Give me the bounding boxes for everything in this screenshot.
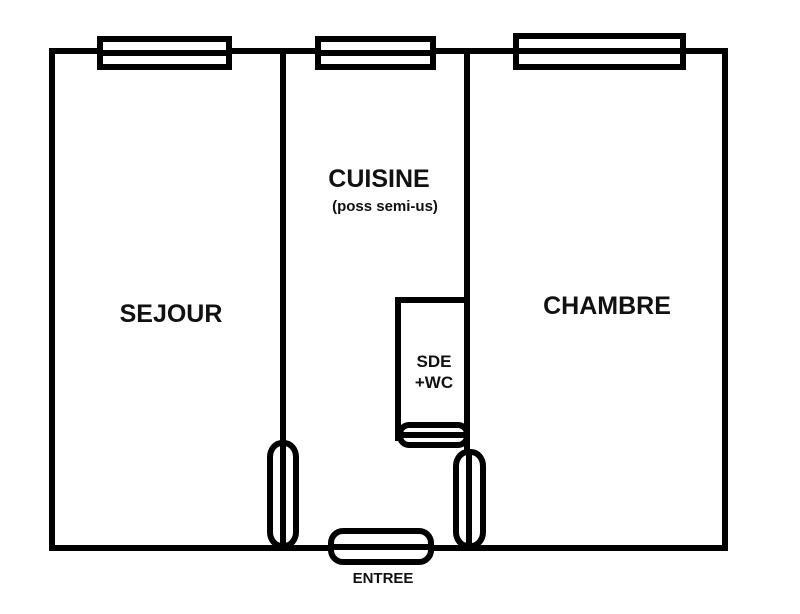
room-label-chambre: CHAMBRE bbox=[543, 292, 671, 320]
outer-wall bbox=[49, 48, 728, 551]
room-note-cuisine: (poss semi-us) bbox=[332, 198, 438, 215]
entrance-label: ENTREE bbox=[352, 570, 414, 587]
room-label-sde-line1: SDE bbox=[416, 352, 452, 371]
room-label-sejour: SEJOUR bbox=[119, 300, 223, 328]
room-label-sde-line2: +WC bbox=[414, 373, 454, 392]
room-label-cuisine: CUISINE bbox=[328, 165, 430, 193]
